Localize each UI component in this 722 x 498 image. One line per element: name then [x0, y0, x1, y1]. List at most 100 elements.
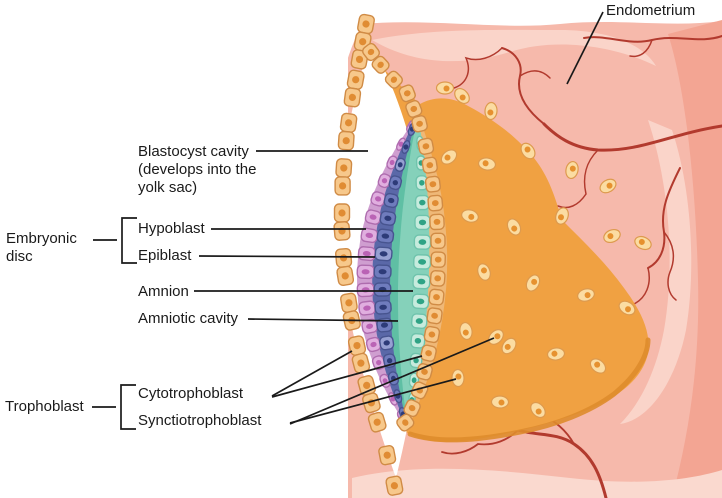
syncytiotrophoblast-scattered-cells: [435, 81, 652, 419]
cell: [383, 192, 399, 209]
cell: [335, 247, 353, 268]
cell: [405, 99, 423, 118]
label-hypoblast: Hypoblast: [138, 220, 205, 237]
cell: [415, 175, 429, 191]
leader-lines: [92, 11, 604, 430]
cell: [340, 292, 358, 313]
cell: [423, 325, 441, 344]
cell: [417, 137, 435, 155]
scattered-cell: [461, 209, 479, 223]
cell: [334, 176, 351, 196]
cell: [411, 293, 430, 310]
cell: [430, 251, 446, 268]
cell: [403, 399, 421, 418]
cell: [379, 210, 397, 226]
cell: [414, 194, 430, 211]
cell: [410, 332, 426, 349]
cell: [384, 70, 403, 89]
scattered-cell: [577, 288, 595, 302]
scattered-cell: [477, 157, 497, 171]
cell: [376, 228, 395, 244]
cell: [412, 273, 431, 290]
cell: [414, 214, 431, 231]
label-amniotic-cavity: Amniotic cavity: [138, 310, 239, 327]
scattered-cell: [459, 321, 473, 341]
cell: [427, 194, 444, 212]
cell: [364, 209, 382, 225]
scattered-cell: [634, 235, 652, 251]
cell: [410, 313, 428, 329]
cell: [429, 270, 446, 287]
cell: [374, 299, 392, 315]
scattered-cell: [440, 149, 458, 165]
cell: [388, 175, 403, 191]
leader-cytotrophoblast-2: [271, 355, 423, 398]
cell: [373, 264, 392, 280]
cell: [374, 246, 393, 262]
cell: [421, 156, 438, 174]
cell: [394, 157, 406, 172]
scattered-cell: [490, 395, 510, 409]
cell: [346, 69, 365, 90]
endometrium-bottom-light: [352, 468, 722, 498]
cell: [411, 115, 428, 133]
syncytiotrophoblast-dark-rim: [407, 337, 651, 443]
leader-endometrium: [566, 11, 604, 85]
scattered-cell: [530, 401, 546, 419]
cell: [362, 392, 381, 414]
left-white-margin: [0, 0, 348, 498]
endometrium-light-patch-top: [372, 29, 656, 66]
scattered-cell: [618, 300, 636, 316]
cell: [343, 87, 362, 108]
scattered-cell: [520, 142, 536, 160]
scattered-cell: [451, 368, 465, 388]
scattered-cell: [565, 160, 579, 180]
cell: [357, 13, 375, 35]
label-endometrium: Endometrium: [606, 2, 696, 19]
endometrium-edge-strip: [668, 20, 722, 498]
cell: [377, 173, 392, 189]
cell: [333, 221, 351, 241]
scattered-cell: [525, 274, 541, 292]
label-blastocyst-cavity: Blastocyst cavity (develops into the yol…: [138, 143, 257, 196]
leader-synctiotrophoblast-2: [289, 337, 495, 425]
scattered-cell: [546, 347, 566, 361]
scattered-cell: [488, 329, 504, 345]
label-cytotrophoblast: Cytotrophoblast: [138, 385, 244, 402]
scattered-cell: [484, 101, 498, 121]
cell: [386, 155, 398, 170]
cell: [335, 158, 353, 178]
cell: [337, 130, 355, 151]
label-trophoblast: Trophoblast: [5, 398, 84, 415]
leader-amniotic-cavity: [247, 318, 399, 322]
cell: [428, 288, 445, 306]
label-embryonic-disc: Embryonic disc: [6, 230, 77, 265]
cell: [373, 282, 392, 297]
scattered-cell: [477, 263, 491, 281]
scattered-cell: [506, 218, 522, 236]
cell: [378, 445, 397, 466]
cell: [357, 246, 376, 262]
cell: [396, 413, 415, 432]
cell: [365, 336, 382, 353]
cell: [367, 411, 387, 433]
cell: [424, 175, 441, 193]
endometrium-light-patch-right: [620, 120, 692, 424]
epiblast-cells: [373, 122, 417, 421]
bracket-trophoblast: [120, 384, 136, 430]
cell: [429, 213, 445, 231]
cell: [360, 227, 379, 244]
scattered-cell: [599, 178, 617, 194]
cell: [333, 203, 351, 223]
leader-cytotrophoblast-1: [271, 350, 353, 397]
scattered-cell: [589, 358, 607, 374]
scattered-cell: [555, 207, 569, 225]
cell: [371, 55, 390, 74]
label-epiblast: Epiblast: [138, 247, 192, 264]
cell: [385, 475, 404, 496]
leader-synctiotrophoblast-1: [289, 378, 457, 424]
cell: [339, 112, 358, 133]
leader-epiblast: [198, 255, 376, 258]
label-synctiotrophoblast: Synctiotrophoblast: [138, 412, 262, 429]
